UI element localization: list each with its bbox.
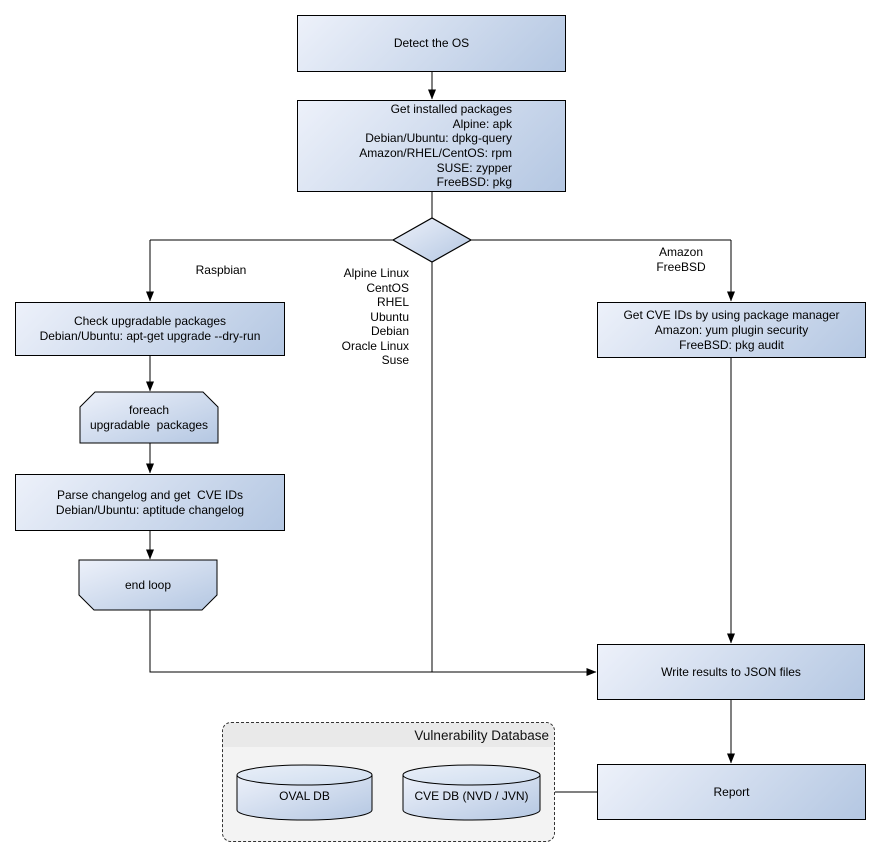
foreach-loop-label: foreach upgradable packages [89, 402, 209, 432]
cve-db-node: CVE DB (NVD / JVN) [403, 775, 540, 817]
get-cve-ids-node: Get CVE IDs by using package manager Ama… [597, 302, 866, 358]
raspbian-edge-label: Raspbian [195, 263, 247, 277]
edge-endloop-to-write-results [149, 610, 597, 676]
oval-db-cylinder-top [236, 764, 373, 786]
cve-db-cylinder-body [402, 775, 541, 821]
parse-changelog-node: Parse changelog and get CVE IDs Debian/U… [15, 474, 285, 531]
cve-db-label: CVE DB (NVD / JVN) [414, 788, 529, 803]
vulnerability-database-group-title: Vulnerability Database [414, 727, 549, 743]
cve-db-cylinder-top [402, 764, 541, 786]
get-installed-packages-label: Get installed packages Alpine: apk Debia… [359, 101, 512, 190]
end-loop-node: end loop [79, 560, 217, 610]
oval-db-node: OVAL DB [237, 775, 372, 817]
detect-os-label: Detect the OS [393, 36, 470, 50]
foreach-loop-node: foreach upgradable packages [80, 392, 218, 443]
os-decision-diamond [391, 217, 473, 263]
oval-db-cylinder-body [236, 775, 373, 821]
foreach-loop-shape [79, 391, 219, 444]
parse-changelog-label: Parse changelog and get CVE IDs Debian/U… [55, 487, 245, 517]
amazon-freebsd-edge-label: Amazon FreeBSD [656, 245, 706, 274]
check-upgradable-packages-node: Check upgradable packages Debian/Ubuntu:… [15, 302, 285, 356]
get-cve-ids-label: Get CVE IDs by using package manager Ama… [623, 307, 840, 352]
vulnerability-database-group-header: Vulnerability Database [223, 723, 554, 747]
os-list-edge-label: Alpine Linux CentOS RHEL Ubuntu Debian O… [341, 266, 409, 367]
write-results-label: Write results to JSON files [661, 664, 801, 679]
report-node: Report [597, 764, 866, 820]
oval-db-label: OVAL DB [279, 788, 330, 803]
get-installed-packages-node: Get installed packages Alpine: apk Debia… [297, 100, 566, 192]
check-upgradable-packages-label: Check upgradable packages Debian/Ubuntu:… [39, 314, 261, 343]
detect-os-node: Detect the OS [297, 15, 566, 72]
report-label: Report [713, 784, 750, 799]
end-loop-shape [78, 559, 218, 611]
write-results-node: Write results to JSON files [597, 644, 865, 700]
end-loop-label: end loop [124, 577, 172, 592]
